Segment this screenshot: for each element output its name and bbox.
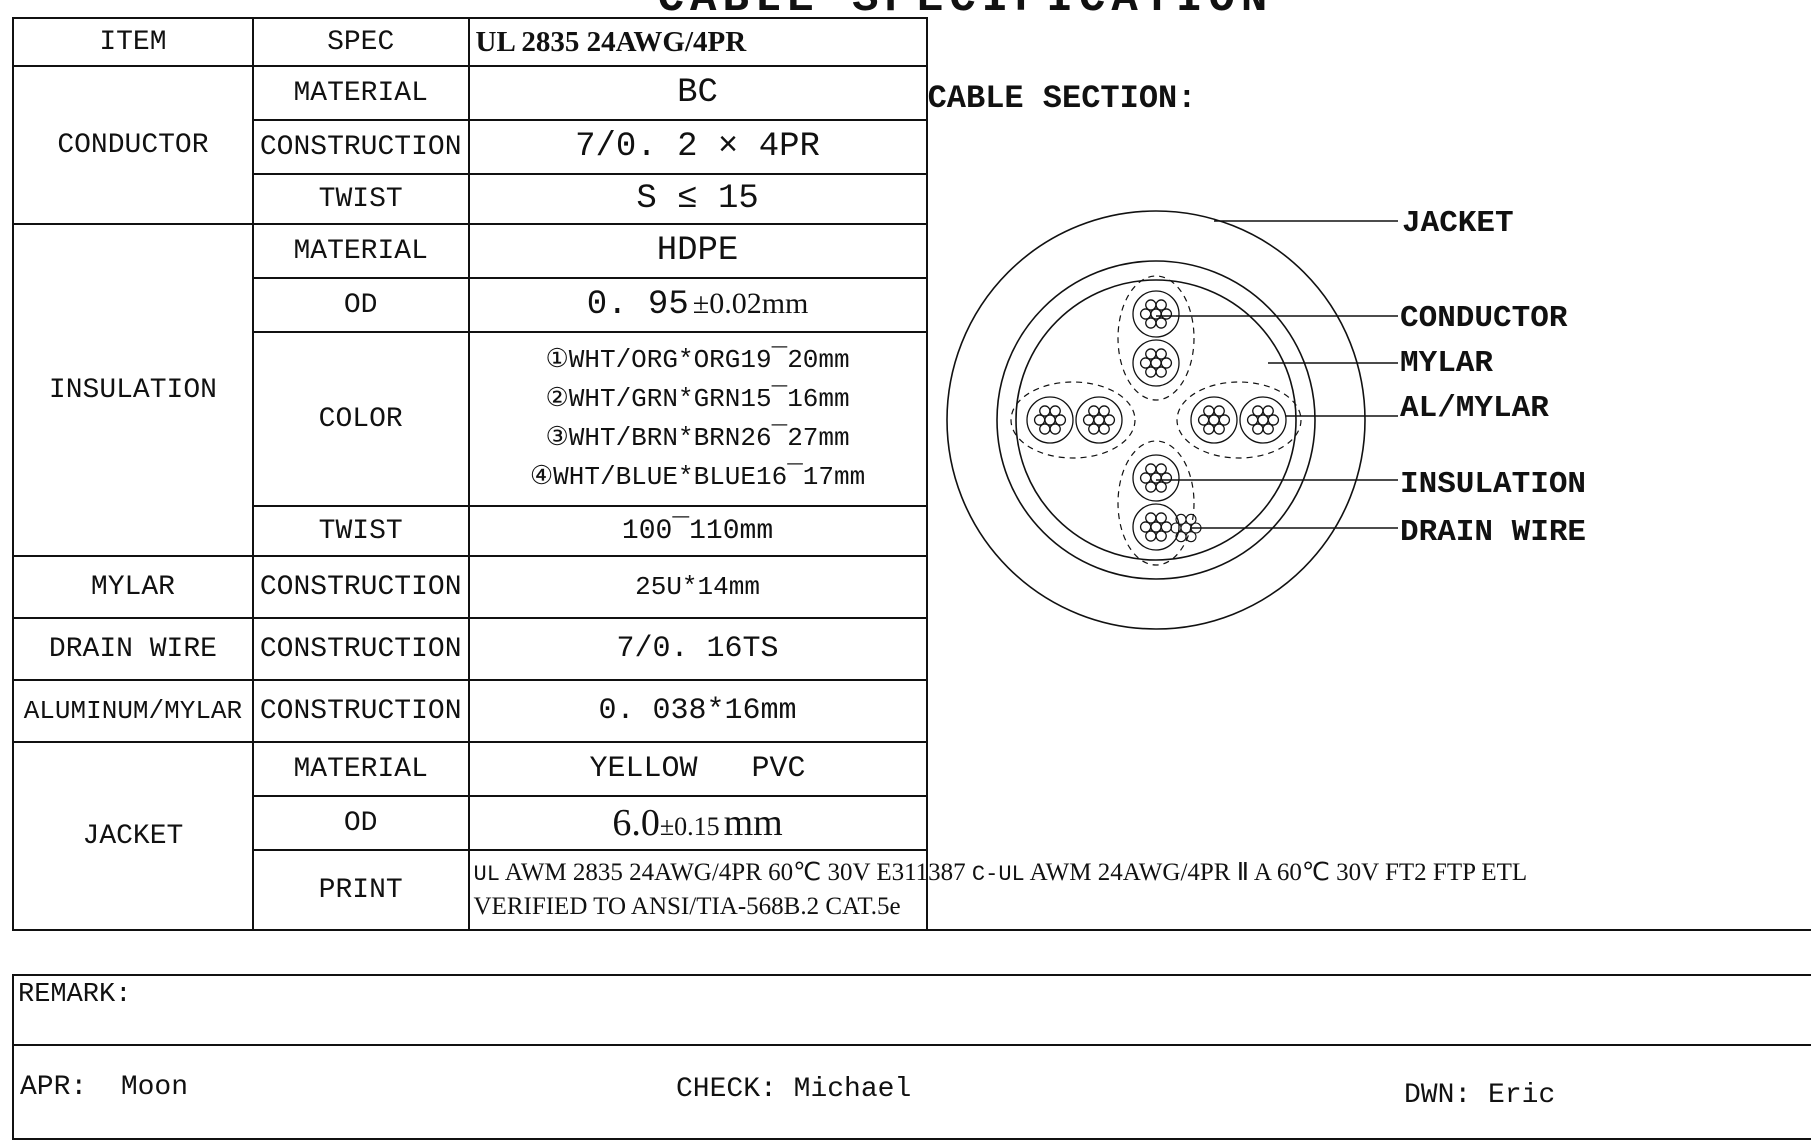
insulated-conductor bbox=[1076, 397, 1122, 443]
drawn-by: DWN: Eric bbox=[1404, 1080, 1555, 1111]
header-spec: SPEC bbox=[253, 18, 469, 66]
insulated-conductor bbox=[1133, 291, 1179, 337]
param-cell: CONSTRUCTION bbox=[253, 618, 469, 680]
pair-group-bottom bbox=[1118, 441, 1194, 565]
cable-cross-section-diagram: JACKET CONDUCTOR MYLAR AL/MYLAR INSULATI… bbox=[928, 18, 1811, 798]
od-value: 0. 95 bbox=[587, 286, 689, 324]
pair-group-right bbox=[1177, 382, 1301, 458]
insulated-conductor bbox=[1133, 455, 1179, 501]
item-aluminum-mylar: ALUMINUM/MYLAR bbox=[13, 680, 253, 742]
label-drain-wire: DRAIN WIRE bbox=[1400, 515, 1586, 550]
cable-section-cell: CABLE SECTION: bbox=[927, 18, 1811, 930]
item-mylar: MYLAR bbox=[13, 556, 253, 618]
label-insulation: INSULATION bbox=[1400, 467, 1586, 502]
value-cell-jacket-od: 6.0±0.15 mm bbox=[469, 796, 927, 850]
param-cell: CONSTRUCTION bbox=[253, 680, 469, 742]
jacket-circle bbox=[947, 211, 1365, 629]
param-cell: CONSTRUCTION bbox=[253, 120, 469, 174]
insulated-conductor bbox=[1133, 504, 1179, 550]
param-cell: CONSTRUCTION bbox=[253, 556, 469, 618]
color-line: ①WHT/ORG*ORG19¯20mm bbox=[476, 341, 920, 380]
param-cell: PRINT bbox=[253, 850, 469, 930]
value-cell-od: 0. 95 ±0.02mm bbox=[469, 278, 927, 332]
value-cell: HDPE bbox=[469, 224, 927, 278]
param-cell: COLOR bbox=[253, 332, 469, 506]
color-line: ②WHT/GRN*GRN15¯16mm bbox=[476, 380, 920, 419]
param-cell: TWIST bbox=[253, 174, 469, 224]
dwn-value: Eric bbox=[1488, 1080, 1555, 1111]
header-spec-value: UL 2835 24AWG/4PR bbox=[469, 18, 927, 66]
color-list: ①WHT/ORG*ORG19¯20mm ②WHT/GRN*GRN15¯16mm … bbox=[469, 332, 927, 506]
value-cell: 25U*14mm bbox=[469, 556, 927, 618]
item-conductor: CONDUCTOR bbox=[13, 66, 253, 224]
value-cell: BC bbox=[469, 66, 927, 120]
label-jacket: JACKET bbox=[1402, 206, 1514, 241]
dwn-label: DWN: bbox=[1404, 1080, 1471, 1111]
checked-by: CHECK: Michael bbox=[676, 1074, 911, 1105]
item-insulation: INSULATION bbox=[13, 224, 253, 556]
value-cell: S ≤ 15 bbox=[469, 174, 927, 224]
color-line: ③WHT/BRN*BRN26¯27mm bbox=[476, 419, 920, 458]
item-jacket: JACKET bbox=[13, 742, 253, 930]
remark-box: REMARK: bbox=[12, 974, 1811, 1046]
od-tolerance: ±0.02mm bbox=[693, 287, 809, 320]
header-item: ITEM bbox=[13, 18, 253, 66]
value-cell: 0. 038*16mm bbox=[469, 680, 927, 742]
param-cell: MATERIAL bbox=[253, 224, 469, 278]
footer-box: APR: Moon CHECK: Michael DWN: Eric bbox=[12, 1044, 1811, 1140]
param-cell: OD bbox=[253, 796, 469, 850]
jacket-od-tolerance: ±0.15 bbox=[660, 812, 720, 841]
value-cell: 7/0. 16TS bbox=[469, 618, 927, 680]
header-row: ITEM SPEC UL 2835 24AWG/4PR CABLE SECTIO… bbox=[13, 18, 1811, 66]
label-al-mylar: AL/MYLAR bbox=[1400, 391, 1549, 426]
approved-by: APR: Moon bbox=[20, 1072, 188, 1103]
print-ul-mark: UL bbox=[474, 862, 500, 887]
param-cell: TWIST bbox=[253, 506, 469, 556]
jacket-od-unit: mm bbox=[724, 802, 783, 844]
spec-table: ITEM SPEC UL 2835 24AWG/4PR CABLE SECTIO… bbox=[12, 17, 1811, 931]
check-label: CHECK: bbox=[676, 1074, 777, 1105]
color-line: ④WHT/BLUE*BLUE16¯17mm bbox=[476, 458, 920, 497]
value-cell: YELLOW PVC bbox=[469, 742, 927, 796]
value-cell: 7/0. 2 × 4PR bbox=[469, 120, 927, 174]
insulated-conductor bbox=[1133, 340, 1179, 386]
label-mylar: MYLAR bbox=[1400, 346, 1493, 381]
insulated-conductor bbox=[1027, 397, 1073, 443]
param-cell: MATERIAL bbox=[253, 742, 469, 796]
print-part-1: AWM 2835 24AWG/4PR 60℃ 30V E311387 bbox=[505, 859, 966, 886]
pair-group-top bbox=[1118, 276, 1194, 400]
insulated-conductor bbox=[1191, 397, 1237, 443]
param-cell: OD bbox=[253, 278, 469, 332]
value-cell: 100¯110mm bbox=[469, 506, 927, 556]
apr-label: APR: bbox=[20, 1072, 87, 1103]
item-drain-wire: DRAIN WIRE bbox=[13, 618, 253, 680]
label-conductor: CONDUCTOR bbox=[1400, 301, 1568, 336]
insulated-conductor bbox=[1240, 397, 1286, 443]
remark-label: REMARK: bbox=[18, 980, 131, 1010]
param-cell: MATERIAL bbox=[253, 66, 469, 120]
check-value: Michael bbox=[794, 1074, 912, 1105]
jacket-od-value: 6.0 bbox=[612, 802, 660, 844]
apr-value: Moon bbox=[121, 1072, 188, 1103]
